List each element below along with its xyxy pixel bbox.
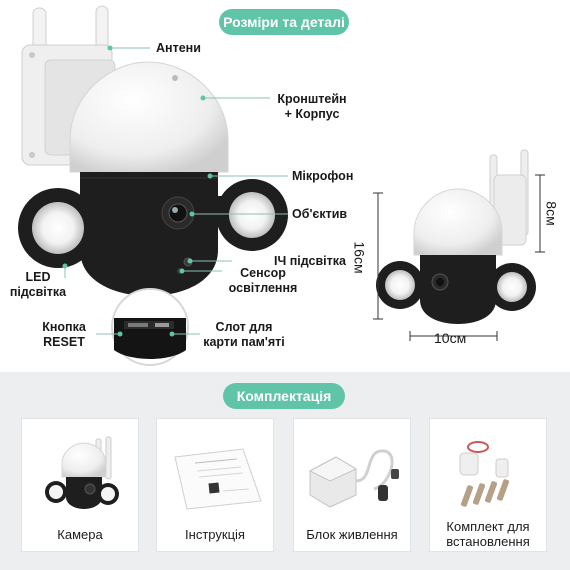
label-slot-line2: карти пам'яті bbox=[203, 335, 285, 349]
label-microphone: Мікрофон bbox=[292, 169, 354, 183]
label-bracket-line2: + Корпус bbox=[284, 107, 340, 121]
dimension-top: 8см bbox=[543, 201, 560, 226]
camera-diagram bbox=[18, 5, 545, 366]
reset-slot-closeup bbox=[111, 288, 189, 366]
camera-lens bbox=[161, 196, 195, 230]
package-item-label: Інструкція bbox=[185, 527, 245, 542]
package-item-label: Блок живлення bbox=[306, 527, 398, 542]
label-led-line2: підсвітка bbox=[9, 285, 67, 299]
camera-icon bbox=[45, 436, 119, 509]
section-title-details: Розміри та деталі bbox=[219, 9, 349, 35]
manual-icon bbox=[174, 448, 262, 510]
label-antennas: Антени bbox=[156, 41, 201, 55]
dimension-height: 16см bbox=[351, 241, 368, 274]
mounting-kit-icon bbox=[459, 441, 510, 507]
package-item-power-adapter: Блок живлення bbox=[293, 418, 411, 552]
label-card-slot: Слот для карти пам'яті bbox=[198, 320, 290, 350]
package-item-manual: Інструкція bbox=[156, 418, 274, 552]
label-lens: Об'єктив bbox=[292, 207, 348, 221]
label-slot-line1: Слот для bbox=[215, 320, 273, 334]
dimension-width: 10см bbox=[434, 330, 467, 346]
label-led-line1: LED bbox=[25, 270, 51, 284]
package-item-mounting-kit: Комплект для встановлення bbox=[429, 418, 547, 552]
label-bracket-line1: Кронштейн bbox=[277, 92, 347, 106]
power-adapter-icon bbox=[308, 449, 399, 508]
label-reset-line2: RESET bbox=[43, 335, 85, 349]
camera-dome bbox=[69, 61, 229, 173]
section-title-package: Комплектація bbox=[223, 383, 345, 409]
package-item-camera: Камера bbox=[21, 418, 139, 552]
camera-dimension-view bbox=[376, 149, 536, 324]
label-led: LED підсвітка bbox=[2, 270, 74, 300]
led-light-left bbox=[18, 188, 100, 268]
package-item-label: Комплект для встановлення bbox=[430, 519, 546, 549]
led-light-right bbox=[205, 179, 288, 251]
label-ir-light: ІЧ підсвітка bbox=[274, 254, 346, 268]
camera-body bbox=[80, 172, 218, 296]
label-reset: Кнопка RESET bbox=[32, 320, 96, 350]
package-item-label-line1: Комплект для bbox=[446, 519, 530, 534]
label-sensor-line2: освітлення bbox=[228, 281, 298, 295]
label-sensor-line1: Сенсор bbox=[240, 266, 286, 280]
label-bracket: Кронштейн + Корпус bbox=[272, 92, 352, 122]
label-reset-line1: Кнопка bbox=[42, 320, 86, 334]
label-light-sensor: Сенсор освітлення bbox=[224, 266, 302, 296]
package-item-label: Камера bbox=[57, 527, 103, 542]
package-item-label-line2: встановлення bbox=[446, 534, 530, 549]
